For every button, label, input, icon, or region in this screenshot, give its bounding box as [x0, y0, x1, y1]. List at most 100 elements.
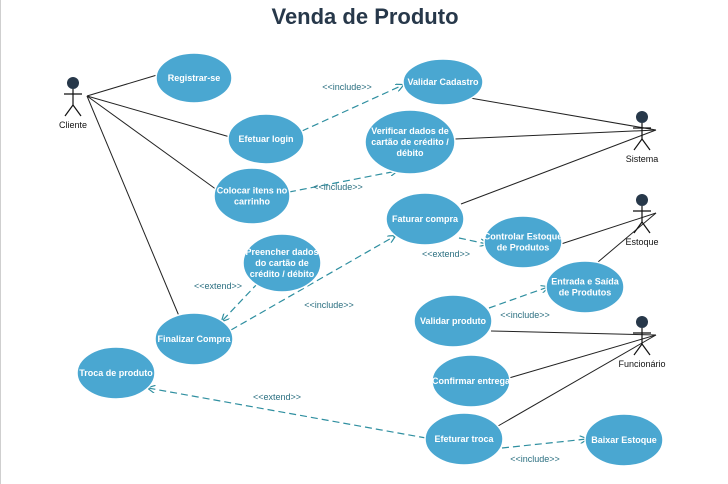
actor-right-leg — [641, 343, 651, 356]
usecase-label: carrinho — [234, 197, 271, 207]
actor-cliente[interactable]: Cliente — [59, 77, 87, 130]
actor-estoque[interactable]: Estoque — [625, 194, 659, 247]
usecase-validar-cadastro[interactable]: Validar Cadastro — [402, 58, 484, 106]
usecase-baixar[interactable]: Baixar Estoque — [584, 413, 664, 467]
actor-left-leg — [633, 138, 643, 151]
usecase-shape[interactable] — [364, 109, 456, 175]
association-line-estoque — [597, 212, 657, 263]
association-line-cliente — [86, 95, 231, 138]
usecase-confirmar[interactable]: Confirmar entrega — [431, 354, 511, 408]
relation-label-rel-validar-entrada: <<include>> — [500, 310, 550, 320]
usecase-label: Validar Cadastro — [407, 77, 479, 87]
relation-label-rel-efeturar-baixar: <<include>> — [510, 454, 560, 464]
relation-arrow-rel-validar-entrada — [488, 287, 548, 309]
usecase-label: Entrada e Saída — [551, 277, 620, 287]
actor-right-leg — [72, 104, 82, 117]
usecase-troca[interactable]: Troca de produto — [76, 346, 156, 400]
usecase-shape[interactable] — [584, 413, 664, 467]
usecase-label: cartão de crédito / — [371, 137, 449, 147]
relation-label-rel-colocar-verificar: <<include>> — [313, 182, 363, 192]
association-line-funcionario — [508, 334, 657, 379]
usecase-shape[interactable] — [424, 412, 504, 466]
usecase-label: de Produtos — [559, 288, 612, 298]
relation-arrow-rel-finalizar-faturar — [230, 236, 395, 331]
relation-arrow-rel-efeturar-baixar — [501, 439, 587, 449]
usecase-label: Efeturar troca — [434, 434, 494, 444]
usecase-label: Troca de produto — [79, 368, 153, 378]
actor-right-leg — [641, 221, 651, 234]
usecase-faturar[interactable]: Faturar compra — [385, 192, 465, 246]
usecase-shape[interactable] — [545, 260, 625, 314]
actor-head-icon — [67, 77, 79, 89]
actor-label-funcionario: Funcionário — [618, 359, 665, 369]
actor-funcionario[interactable]: Funcionário — [618, 316, 666, 369]
association-line-estoque — [560, 212, 657, 245]
actor-sistema[interactable]: Sistema — [626, 111, 659, 164]
actor-head-icon — [636, 194, 648, 206]
usecase-label: Baixar Estoque — [591, 435, 657, 445]
usecase-label: do cartão de — [255, 258, 309, 268]
usecase-shape[interactable] — [76, 346, 156, 400]
relation-label-rel-faturar-controlar: <<extend>> — [422, 249, 470, 259]
usecase-shape[interactable] — [431, 354, 511, 408]
actor-head-icon — [636, 111, 648, 123]
relation-label-rel-efeturar-troca: <<extend>> — [253, 392, 301, 402]
usecase-label: de Produtos — [497, 243, 550, 253]
association-line-sistema — [460, 129, 657, 205]
usecase-label: crédito / débito — [250, 269, 315, 279]
relation-arrow-rel-preencher-finalizar — [222, 282, 259, 321]
usecase-shape[interactable] — [413, 294, 493, 348]
association-line-funcionario — [497, 334, 657, 427]
usecase-label: Preencher dados — [245, 247, 318, 257]
usecase-label: Registrar-se — [168, 73, 221, 83]
actor-right-leg — [641, 138, 651, 151]
usecase-shape[interactable] — [242, 233, 322, 293]
usecase-shape[interactable] — [385, 192, 465, 246]
usecase-validar-produto[interactable]: Validar produto — [413, 294, 493, 348]
relation-arrow-rel-login-validar — [301, 85, 403, 132]
usecase-label: Faturar compra — [392, 214, 459, 224]
association-line-sistema — [454, 129, 657, 140]
usecase-label: Validar produto — [420, 316, 487, 326]
diagram-title: Venda de Produto — [271, 4, 459, 29]
usecase-efetuar-login[interactable]: Efetuar login — [227, 113, 305, 165]
usecase-label: Colocar itens no — [217, 186, 288, 196]
association-line-funcionario — [490, 330, 657, 336]
usecase-label: Finalizar Compra — [157, 334, 231, 344]
usecase-efeturar-troca[interactable]: Efeturar troca — [424, 412, 504, 466]
association-line-cliente — [86, 95, 218, 191]
usecase-label: Controlar Estoque — [484, 232, 563, 242]
actor-head-icon — [636, 316, 648, 328]
usecase-label: Verificar dados de — [371, 126, 449, 136]
usecase-shape[interactable] — [227, 113, 305, 165]
usecase-shape[interactable] — [155, 52, 233, 104]
relation-label-rel-preencher-finalizar: <<extend>> — [194, 281, 242, 291]
usecase-registrar[interactable]: Registrar-se — [155, 52, 233, 104]
usecase-label: Efetuar login — [238, 134, 293, 144]
relation-arrow-rel-colocar-verificar — [288, 171, 397, 193]
actor-label-cliente: Cliente — [59, 120, 87, 130]
usecase-shape[interactable] — [154, 312, 234, 366]
actor-label-sistema: Sistema — [626, 154, 659, 164]
usecase-shape[interactable] — [402, 58, 484, 106]
relation-arrow-rel-faturar-controlar — [458, 237, 487, 244]
usecase-shape[interactable] — [213, 167, 291, 225]
usecase-label: débito — [397, 148, 424, 158]
usecase-finalizar[interactable]: Finalizar Compra — [154, 312, 234, 366]
usecase-shape[interactable] — [483, 215, 563, 269]
actor-left-leg — [633, 221, 643, 234]
relation-label-rel-finalizar-faturar: <<include>> — [304, 300, 354, 310]
relation-label-rel-login-validar: <<include>> — [322, 82, 372, 92]
actor-left-leg — [64, 104, 74, 117]
association-line-sistema — [469, 97, 657, 131]
usecase-label: Confirmar entrega — [432, 376, 511, 386]
association-line-cliente — [86, 95, 180, 317]
association-line-cliente — [86, 74, 158, 97]
